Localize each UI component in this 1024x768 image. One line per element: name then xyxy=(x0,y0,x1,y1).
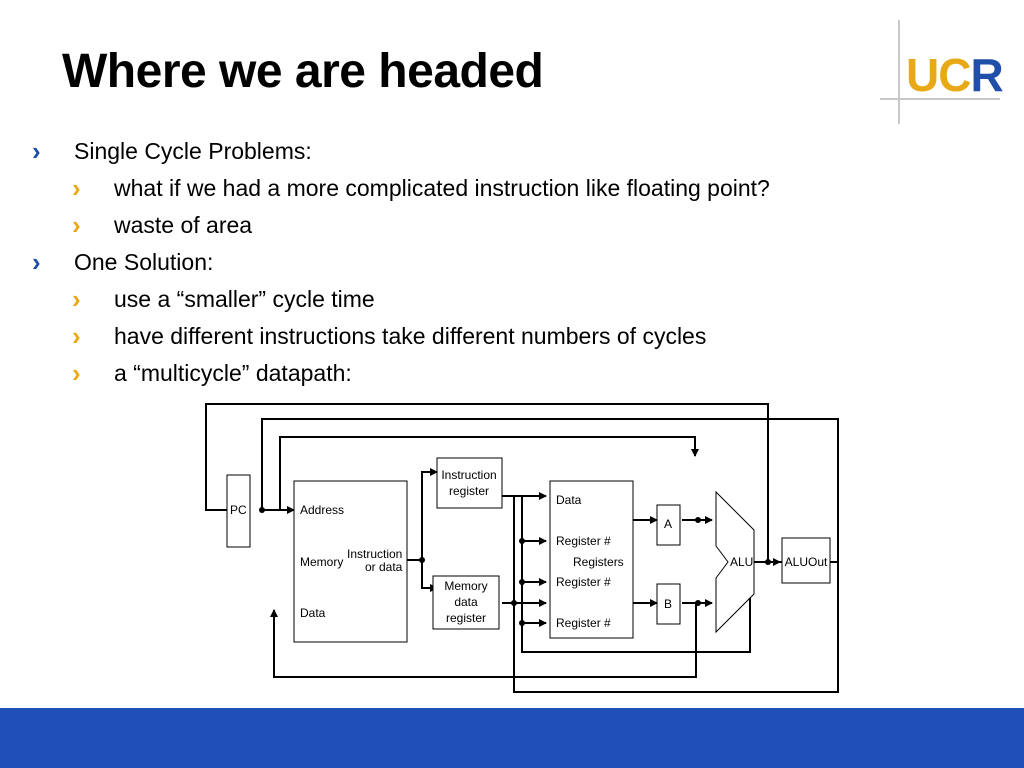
register-num-label-2: Register # xyxy=(556,575,611,589)
wire-ir-bottom-loop xyxy=(513,496,839,693)
mdr-label-3: register xyxy=(446,611,486,625)
bullet-arrow-icon: › xyxy=(32,247,41,277)
alu-block: ALU xyxy=(715,490,755,634)
registers-data-label: Data xyxy=(556,493,582,507)
bullet-text: waste of area xyxy=(114,212,253,238)
wire-reg-index-loop xyxy=(521,496,751,653)
memory-block: Address Memory Instruction or data Data xyxy=(293,480,408,643)
pc-block: PC xyxy=(226,474,251,548)
footer-bar xyxy=(0,708,1024,768)
slide-title: Where we are headed xyxy=(62,45,544,98)
memory-ordata-label: or data xyxy=(365,560,403,574)
bullet-text: a “multicycle” datapath: xyxy=(114,360,352,386)
bullet-text: what if we had a more complicated instru… xyxy=(114,175,770,201)
bullet-arrow-icon: › xyxy=(32,136,41,166)
wire-mem-to-ir xyxy=(421,468,438,560)
b-register-block: B xyxy=(656,583,681,625)
aluout-label: ALUOut xyxy=(785,555,828,569)
pc-label: PC xyxy=(230,503,247,517)
bullet-arrow-icon: › xyxy=(72,210,81,240)
bullet-arrow-icon: › xyxy=(72,321,81,351)
mdr-label-1: Memory xyxy=(444,579,487,593)
a-register-block: A xyxy=(656,504,681,546)
bullet-arrow-icon: › xyxy=(72,358,81,388)
a-label: A xyxy=(664,517,672,531)
bullet-item: › a “multicycle” datapath: xyxy=(72,359,352,387)
registers-block: Data Register # Registers Register # Reg… xyxy=(549,480,634,639)
memory-data-register-block: Memory data register xyxy=(432,575,500,630)
bullet-item: › have different instructions take diffe… xyxy=(72,322,707,350)
bullet-item: › Single Cycle Problems: xyxy=(32,137,312,165)
aluout-block: ALUOut xyxy=(781,537,831,584)
wire-aluout-to-pc xyxy=(205,403,769,562)
alu-label: ALU xyxy=(730,555,753,569)
bullet-arrow-icon: › xyxy=(72,173,81,203)
logo-wordmark: UCR xyxy=(906,49,1004,101)
logo-divider-vertical xyxy=(898,20,900,124)
bullet-text: have different instructions take differe… xyxy=(114,323,707,349)
bullet-text: Single Cycle Problems: xyxy=(74,138,312,164)
ir-label-1: Instruction xyxy=(441,468,496,482)
bullet-item: › waste of area xyxy=(72,211,253,239)
memory-data-label: Data xyxy=(300,606,326,620)
bullet-item: › use a “smaller” cycle time xyxy=(72,285,375,313)
bullet-arrow-icon: › xyxy=(72,284,81,314)
wire-mem-to-mdr xyxy=(421,472,438,592)
registers-label: Registers xyxy=(573,555,624,569)
bullet-text: One Solution: xyxy=(74,249,214,275)
register-num-label-1: Register # xyxy=(556,534,611,548)
memory-address-label: Address xyxy=(300,503,344,517)
logo-divider-horizontal xyxy=(880,98,1000,100)
instruction-register-block: Instruction register xyxy=(436,457,503,509)
bullet-item: › what if we had a more complicated inst… xyxy=(72,174,770,202)
register-num-label-3: Register # xyxy=(556,616,611,630)
memory-instruction-label: Instruction xyxy=(347,547,402,561)
b-label: B xyxy=(664,597,672,611)
wire-to-alu-top xyxy=(279,436,699,510)
ucr-logo: UCR xyxy=(880,20,1004,124)
ir-label-2: register xyxy=(449,484,489,498)
mdr-label-2: data xyxy=(454,595,478,609)
memory-label: Memory xyxy=(300,555,343,569)
wire-junctions xyxy=(259,507,771,626)
bullet-item: › One Solution: xyxy=(32,248,214,276)
bullet-text: use a “smaller” cycle time xyxy=(114,286,375,312)
multicycle-datapath-diagram: PC Address Memory Instruction or data Da… xyxy=(205,403,839,693)
